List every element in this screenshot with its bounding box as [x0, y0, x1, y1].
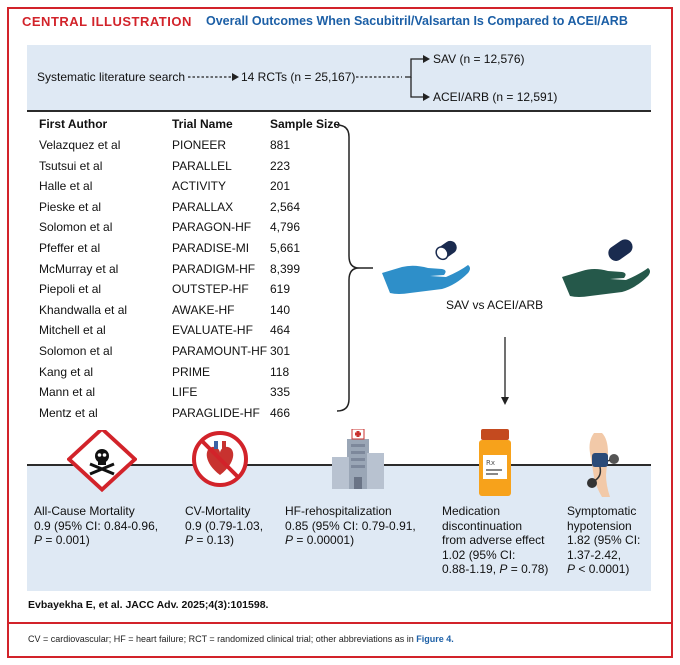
citation: Evbayekha E, et al. JACC Adv. 2025;4(3):… — [28, 599, 269, 611]
figure-frame — [7, 7, 673, 658]
outcome-symptomatic-hypotension: Symptomatic hypotension 1.82 (95% CI: 1.… — [567, 504, 640, 577]
trial-cell: PRIME — [172, 364, 211, 379]
size-cell: 466 — [270, 405, 291, 420]
comparison-label: SAV vs ACEI/ARB — [446, 298, 544, 312]
size-cell: 201 — [270, 179, 291, 194]
footnote-text: CV = cardiovascular; HF = heart failure;… — [28, 634, 414, 644]
author-cell: Piepoli et al — [39, 282, 102, 297]
outcome-title: All-Cause Mortality — [34, 504, 135, 518]
author-cell: Kang et al — [39, 364, 94, 379]
col-header-size: Sample Size — [270, 117, 341, 131]
author-cell: Mentz et al — [39, 405, 98, 420]
author-cell: Tsutsui et al — [39, 158, 103, 173]
size-cell: 464 — [270, 323, 291, 338]
outcome-title: Symptomatic — [567, 504, 637, 518]
separator-top — [27, 110, 651, 112]
hand-with-pill-icon — [382, 240, 470, 294]
trials-bracket — [337, 124, 373, 412]
size-cell: 2,564 — [270, 199, 301, 214]
trial-cell: PARADISE-MI — [172, 241, 250, 255]
author-cell: Mitchell et al — [39, 323, 106, 338]
blood-pressure-cuff-icon — [587, 433, 619, 497]
size-cell: 140 — [270, 302, 291, 317]
size-cell: 223 — [270, 158, 291, 173]
outcome-p: P = 0.13) — [185, 533, 235, 547]
author-cell: Solomon et al — [39, 220, 113, 235]
acei-label: ACEI/ARB (n = 12,591) — [433, 90, 558, 104]
outcome-ci-range: 1.37-2.42, — [567, 547, 622, 562]
size-cell: 301 — [270, 344, 291, 358]
outcome-medication-discontinuation: Medication discontinuation from adverse … — [442, 504, 548, 577]
outcome-ci: 0.85 (95% CI: 0.79-0.91, — [285, 518, 416, 533]
size-cell: 4,796 — [270, 220, 301, 235]
svg-text:Rx: Rx — [486, 459, 495, 467]
central-illustration-label: CENTRAL ILLUSTRATION — [22, 14, 192, 29]
pill-bottle-icon: Rx — [479, 429, 511, 496]
footnote: CV = cardiovascular; HF = heart failure;… — [28, 634, 454, 644]
outcome-ci: 1.82 (95% CI: — [567, 533, 641, 547]
outcome-ci: 1.02 (95% CI: — [442, 547, 516, 562]
outcome-hf-rehospitalization: HF-rehospitalization 0.85 (95% CI: 0.79-… — [285, 504, 416, 548]
sav-label: SAV (n = 12,576) — [433, 52, 525, 66]
rcts-label: 14 RCTs (n = 25,167) — [241, 70, 356, 84]
trial-cell: PARADIGM-HF — [172, 261, 256, 276]
author-cell: Pieske et al — [39, 199, 102, 214]
author-cell: McMurray et al — [39, 261, 119, 276]
col-header-author: First Author — [39, 117, 108, 131]
trial-cell: PIONEER — [172, 138, 227, 152]
size-cell: 8,399 — [270, 261, 301, 276]
trial-cell: PARAMOUNT-HF — [172, 344, 268, 358]
figure-link[interactable]: Figure 4. — [416, 634, 454, 644]
size-cell: 118 — [270, 364, 290, 379]
size-cell: 5,661 — [270, 241, 301, 255]
trial-cell: OUTSTEP-HF — [172, 282, 249, 297]
figure-title: Overall Outcomes When Sacubitril/Valsart… — [206, 14, 628, 28]
outcome-title: HF-rehospitalization — [285, 504, 392, 518]
trial-cell: PARALLAX — [172, 199, 234, 214]
illustration-panel: Systematic literature search 14 RCTs (n … — [27, 45, 651, 591]
hand-with-pill-icon — [562, 239, 650, 297]
author-cell: Velazquez et al — [39, 138, 121, 152]
outcome-ci: 0.9 (0.79-1.03, — [185, 518, 264, 533]
outcome-all-cause-mortality: All-Cause Mortality 0.9 (95% CI: 0.84-0.… — [34, 504, 158, 548]
outcome-title-line2: discontinuation — [442, 518, 523, 533]
col-header-trial: Trial Name — [172, 117, 233, 131]
outcome-title: CV-Mortality — [185, 504, 251, 518]
size-cell: 881 — [270, 138, 291, 152]
outcome-title: Medication — [442, 504, 501, 518]
author-cell: Halle et al — [39, 179, 93, 194]
trial-cell: LIFE — [172, 385, 198, 400]
crossed-heart-icon — [192, 431, 248, 487]
flow-arrows — [188, 55, 430, 101]
author-cell: Solomon et al — [39, 344, 113, 358]
size-cell: 335 — [270, 385, 291, 400]
author-cell: Khandwalla et al — [39, 302, 128, 317]
outcome-p: P < 0.0001) — [567, 562, 630, 576]
author-cell: Mann et al — [39, 385, 96, 400]
trial-cell: AWAKE-HF — [172, 302, 235, 317]
trial-cell: EVALUATE-HF — [172, 323, 253, 338]
trial-cell: PARAGON-HF — [172, 220, 252, 235]
outcome-p: P = 0.001) — [34, 533, 90, 547]
outcome-p: P = 0.00001) — [285, 533, 355, 547]
trial-cell: PARALLEL — [172, 158, 232, 173]
trial-cell: PARAGLIDE-HF — [172, 405, 260, 420]
hospital-icon — [332, 429, 384, 489]
down-arrow — [501, 337, 509, 405]
trial-cell: ACTIVITY — [172, 179, 227, 194]
search-label: Systematic literature search — [37, 70, 186, 84]
footer-rule — [9, 622, 671, 624]
outcome-ci: 0.9 (95% CI: 0.84-0.96, — [34, 518, 159, 533]
author-cell: Pfeffer et al — [39, 241, 101, 255]
trials-table-area: First Author Trial Name Sample Size Vela… — [27, 112, 651, 464]
figure-header: CENTRAL ILLUSTRATION Overall Outcomes Wh… — [10, 10, 670, 32]
outcome-p: 0.88-1.19, P = 0.78) — [442, 562, 549, 576]
outcome-title-line2: hypotension — [567, 518, 632, 533]
skull-crossbones-icon — [67, 430, 137, 492]
outcome-title-line3: from adverse effect — [442, 533, 545, 547]
outcome-cv-mortality: CV-Mortality 0.9 (0.79-1.03, P = 0.13) — [185, 504, 263, 548]
size-cell: 619 — [270, 282, 291, 297]
